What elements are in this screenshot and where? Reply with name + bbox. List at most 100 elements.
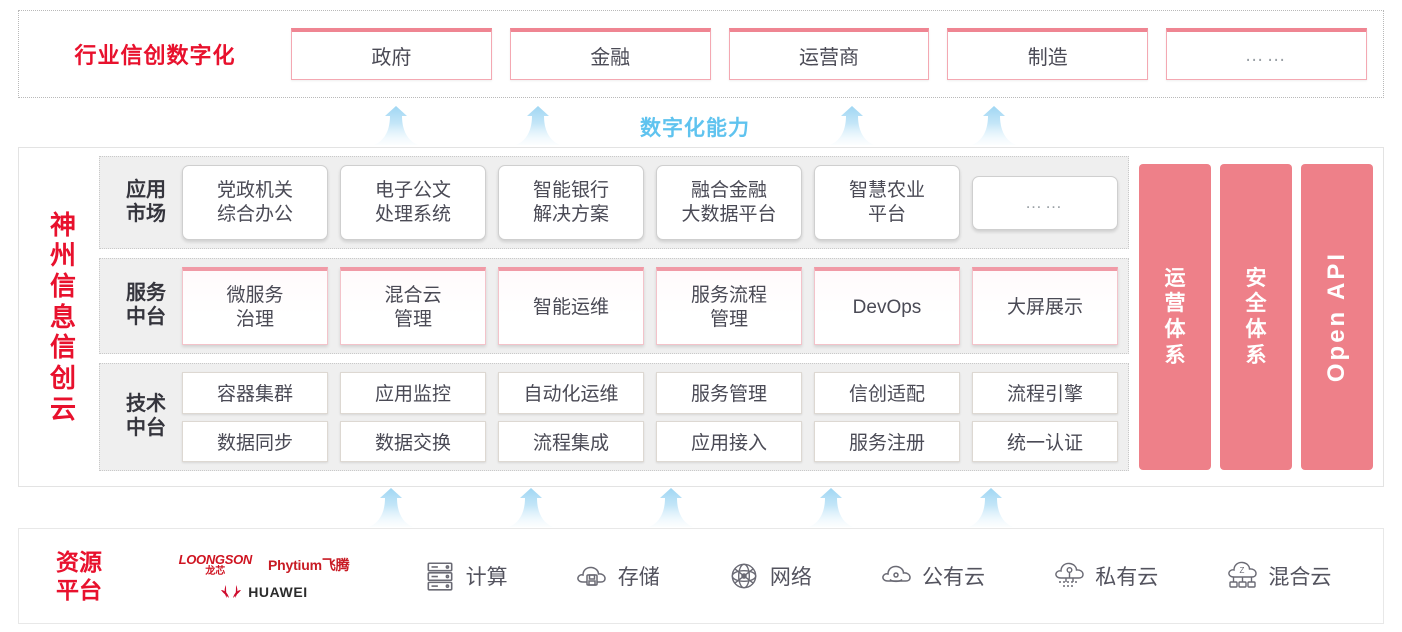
resource-item-4[interactable]: 公有云: [879, 559, 985, 593]
app-market-card-5-line-2: 平台: [867, 203, 906, 225]
pillar-2-char-3: 体: [1245, 318, 1267, 341]
app-market-card-3-line-1: 智能银行: [532, 179, 609, 201]
pillar-1[interactable]: 运营体系: [1139, 164, 1211, 470]
app-market-card-1[interactable]: 党政机关综合办公: [182, 165, 328, 240]
huawei-logo: HUAWEI: [220, 584, 308, 600]
band-label-app-market-line-1: 应用: [126, 178, 166, 201]
app-market-card-5-line-1: 智慧农业: [848, 179, 925, 201]
app-market-card-4[interactable]: 融合金融大数据平台: [656, 165, 802, 240]
cloud-title-char-5: 信: [49, 332, 76, 363]
service-platform-card-2[interactable]: 混合云管理: [340, 267, 486, 345]
service-platform-card-1[interactable]: 微服务治理: [182, 267, 328, 345]
tech-platform-card-r1-c3[interactable]: 自动化运维: [498, 372, 644, 414]
resource-panel-title: 资源平台: [19, 548, 139, 604]
band-label-tech-platform-line-1: 技术: [126, 393, 166, 416]
tech-platform-row-2: 数据同步数据交换流程集成应用接入服务注册统一认证: [182, 420, 1118, 462]
resource-item-2-label: 存储: [617, 566, 660, 589]
tech-platform-card-r2-c3[interactable]: 流程集成: [498, 420, 644, 462]
service-platform-card-4-line-2: 管理: [709, 308, 748, 330]
resource-item-1[interactable]: 计算: [423, 559, 508, 593]
up-arrow-2: [508, 488, 554, 528]
pillar-1-label: 运营体系: [1165, 266, 1186, 368]
resource-item-1-label: 计算: [465, 566, 508, 589]
industry-box-telecom[interactable]: 运营商: [728, 28, 930, 80]
resource-item-5[interactable]: 私有云: [1052, 559, 1158, 593]
pillar-3[interactable]: Open API: [1301, 164, 1373, 470]
app-market-card-3-line-2: 解决方案: [532, 203, 609, 225]
pillar-3-label: Open API: [1323, 251, 1350, 383]
service-platform-card-6[interactable]: 大屏展示: [972, 267, 1118, 345]
pillar-2-char-1: 安: [1245, 266, 1267, 290]
app-market-card-3[interactable]: 智能银行解决方案: [498, 165, 644, 240]
industry-box-list: 政府 金融 运营商 制造 ……: [291, 28, 1383, 80]
up-arrow-4: [971, 106, 1017, 146]
up-arrow-glyph: [830, 106, 874, 145]
tech-platform-card-r1-c5[interactable]: 信创适配: [814, 372, 960, 414]
service-platform-card-3[interactable]: 智能运维: [498, 267, 644, 345]
tech-platform-card-r1-c2[interactable]: 应用监控: [340, 372, 486, 414]
service-platform-card-6-text: 大屏展示: [1007, 296, 1083, 320]
cloud-title-char-7: 云: [49, 393, 76, 424]
up-arrow-glyph: [509, 488, 553, 527]
band-label-service-platform: 服务中台: [110, 282, 182, 329]
cloud-title-char-3: 信: [49, 270, 76, 301]
resource-item-6[interactable]: Z 混合云: [1225, 559, 1331, 593]
vendor-row-bottom: HUAWEI: [220, 584, 308, 600]
pillar-2[interactable]: 安全体系: [1220, 164, 1292, 470]
capability-arrow-strip: [0, 104, 1402, 146]
app-market-card-1-line-2: 综合办公: [216, 203, 293, 225]
service-platform-card-1-line-1: 微服务: [226, 284, 284, 306]
tech-platform-card-r2-c2[interactable]: 数据交换: [340, 420, 486, 462]
tech-platform-card-r2-c4[interactable]: 应用接入: [656, 420, 802, 462]
up-arrow-3: [648, 488, 694, 528]
loongson-logo: LOONGSON 龙芯: [179, 553, 253, 577]
band-tech-platform: 技术中台 容器集群应用监控自动化运维服务管理信创适配流程引擎数据同步数据交换流程…: [99, 363, 1129, 471]
tech-platform-card-r1-c6[interactable]: 流程引擎: [972, 372, 1118, 414]
up-arrow-glyph: [369, 488, 413, 527]
app-market-card-2[interactable]: 电子公文处理系统: [340, 165, 486, 240]
tech-platform-card-r2-c5[interactable]: 服务注册: [814, 420, 960, 462]
resource-panel-title-line-1: 资源: [56, 548, 102, 575]
pillar-1-char-2: 营: [1164, 292, 1186, 316]
app-market-card-4-text: 融合金融大数据平台: [681, 179, 776, 227]
resource-panel-title-line-2: 平台: [56, 577, 102, 603]
industry-box-government[interactable]: 政府: [291, 28, 492, 80]
band-label-tech-platform: 技术中台: [110, 393, 182, 440]
pillar-1-char-4: 系: [1164, 343, 1186, 367]
industry-box-manufacturing[interactable]: 制造: [947, 28, 1149, 80]
app-market-card-4-line-2: 大数据平台: [681, 203, 777, 225]
app-market-card-3-text: 智能银行解决方案: [533, 179, 609, 227]
tech-platform-card-r2-c6[interactable]: 统一认证: [972, 420, 1118, 462]
app-market-card-5[interactable]: 智慧农业平台: [814, 165, 960, 240]
service-platform-card-4[interactable]: 服务流程管理: [656, 267, 802, 345]
cloud-panel-body: 应用市场 党政机关综合办公电子公文处理系统智能银行解决方案融合金融大数据平台智慧…: [99, 148, 1383, 486]
tech-platform-card-r2-c1[interactable]: 数据同步: [182, 420, 328, 462]
industry-band: 行业信创数字化 政府 金融 运营商 制造 ……: [18, 10, 1384, 98]
tech-platform-card-r1-c4[interactable]: 服务管理: [656, 372, 802, 414]
tech-platform-card-r1-c1[interactable]: 容器集群: [182, 372, 328, 414]
up-arrow-glyph: [374, 106, 418, 145]
app-market-card-2-text: 电子公文处理系统: [375, 179, 451, 227]
app-market-card-list: 党政机关综合办公电子公文处理系统 智能银行解决方案 融合金融大数据平台 智慧农业平台 ……: [182, 165, 1118, 240]
service-platform-card-5[interactable]: DevOps: [814, 267, 960, 345]
up-arrow-glyph: [516, 106, 560, 145]
app-market-card-6[interactable]: ……: [972, 175, 1118, 230]
cloud-storage-icon: [576, 566, 606, 586]
up-arrow-glyph: [809, 488, 853, 527]
industry-box-more[interactable]: ……: [1166, 28, 1367, 80]
hybrid-cloud-icon: Z: [1228, 561, 1258, 588]
up-arrow-1: [368, 488, 414, 528]
service-platform-card-4-text: 服务流程管理: [691, 284, 767, 332]
industry-box-finance[interactable]: 金融: [509, 28, 711, 80]
vendor-logo-group: LOONGSON 龙芯 Phytium飞腾 HUAWEI: [139, 553, 389, 600]
up-arrow-2: [515, 106, 561, 146]
band-label-tech-platform-line-2: 中台: [126, 417, 166, 439]
resource-item-2[interactable]: 存储: [575, 559, 660, 593]
service-platform-card-2-line-1: 混合云: [384, 284, 442, 306]
app-market-card-5-text: 智慧农业平台: [849, 179, 925, 227]
resource-item-3[interactable]: 网络: [727, 559, 812, 593]
loongson-logo-cn: 龙芯: [205, 565, 226, 577]
resource-item-list: 计算 存储 网络 公有云 私有云 Z 混合云: [389, 559, 1383, 593]
up-arrow-4: [808, 488, 854, 528]
